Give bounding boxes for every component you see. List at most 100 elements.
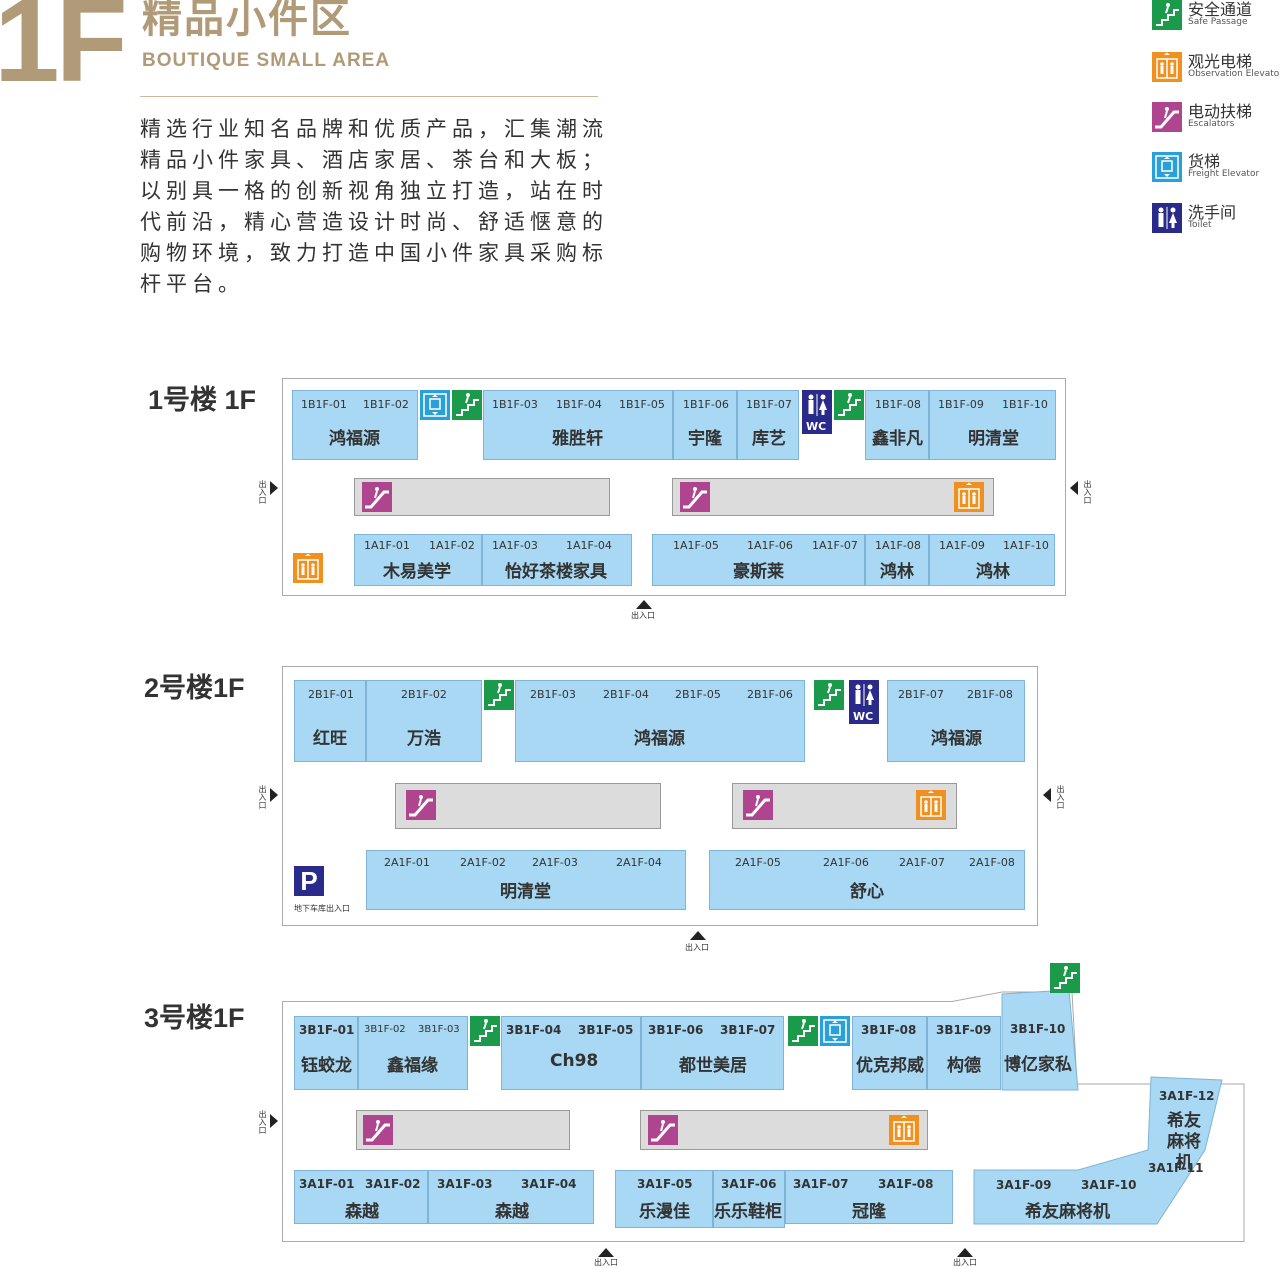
entrance-label: 出入口 <box>1083 480 1092 504</box>
shop-3b-06-07[interactable]: 3B1F-06 3B1F-07 都世美居 <box>641 1016 784 1090</box>
shop-2b-02[interactable]: 2B1F-02 万浩 <box>366 680 482 762</box>
shop-3b-09[interactable]: 3B1F-09 构德 <box>927 1016 1001 1090</box>
shop-2b-07-08[interactable]: 2B1F-07 2B1F-08 鸿福源 <box>887 680 1025 762</box>
toilet-icon <box>849 680 879 724</box>
shop-code: 1A1F-03 <box>492 539 538 552</box>
freight-elevator-icon <box>820 1016 850 1046</box>
shop-name: 鸿林 <box>976 562 1010 582</box>
title-divider <box>140 96 598 97</box>
shop-name: 木易美学 <box>383 562 451 582</box>
shop-code: 1A1F-08 <box>875 539 921 552</box>
shop-1b-01-02[interactable]: 1B1F-01 1B1F-02 鸿福源 <box>292 390 418 460</box>
shop-code: 3A1F-09 <box>996 1178 1052 1192</box>
entrance-label: 出入口 <box>258 480 267 504</box>
safe-passage-icon <box>470 1016 500 1046</box>
shop-name: 都世美居 <box>679 1056 747 1076</box>
escalator-corridor <box>640 1110 928 1150</box>
shop-code: 1A1F-10 <box>1003 539 1049 552</box>
shop-name: 明清堂 <box>500 882 551 902</box>
building-1-label: 1号楼 1F <box>148 385 257 415</box>
shop-3a-09-12[interactable]: 3A1F-09 3A1F-10 3A1F-11 3A1F-12 希友麻将机 希友… <box>973 1076 1223 1226</box>
shop-code: 1B1F-02 <box>363 398 409 411</box>
entrance-arrow-icon <box>1043 788 1051 802</box>
escalator-icon <box>406 790 436 820</box>
shop-code: 3A1F-03 <box>437 1177 493 1191</box>
escalator-corridor <box>672 478 994 516</box>
entrance-arrow-icon <box>270 788 278 802</box>
shop-code: 3B1F-04 <box>506 1023 562 1037</box>
shop-1b-09-10[interactable]: 1B1F-09 1B1F-10 明清堂 <box>929 390 1056 460</box>
shop-3a-06[interactable]: 3A1F-06 乐乐鞋柜 <box>713 1170 785 1228</box>
entrance-arrow-icon <box>957 1248 973 1257</box>
page-title: 精品小件区 <box>142 0 352 42</box>
shop-code: 1B1F-03 <box>492 398 538 411</box>
shop-code: 3B1F-08 <box>861 1023 917 1037</box>
shop-1b-03-05[interactable]: 1B1F-03 1B1F-04 1B1F-05 雅胜轩 <box>483 390 673 460</box>
shop-3a-05[interactable]: 3A1F-05 乐漫佳 <box>615 1170 713 1228</box>
shop-code: 3B1F-09 <box>936 1023 992 1037</box>
shop-code: 3B1F-10 <box>1010 1022 1066 1036</box>
wc-label: WC <box>806 420 827 433</box>
shop-code: 1B1F-01 <box>301 398 347 411</box>
shop-3b-10[interactable]: 3B1F-10 博亿家私 <box>1001 1016 1077 1090</box>
shop-code: 2B1F-07 <box>898 688 944 701</box>
shop-3a-01-02[interactable]: 3A1F-01 3A1F-02 森越 <box>294 1170 428 1224</box>
shop-2b-01[interactable]: 2B1F-01 红旺 <box>294 680 366 762</box>
shop-1a-08[interactable]: 1A1F-08 鸿林 <box>865 534 929 586</box>
shop-name: 森越 <box>495 1202 529 1222</box>
shop-name: 雅胜轩 <box>552 429 603 449</box>
shop-3b-04-05[interactable]: 3B1F-04 3B1F-05 Ch98 <box>501 1016 641 1090</box>
shop-name: 博亿家私 <box>1004 1055 1072 1075</box>
safe-passage-icon <box>788 1016 818 1046</box>
legend-en: Safe Passage <box>1188 17 1248 27</box>
shop-3a-07-08[interactable]: 3A1F-07 3A1F-08 冠隆 <box>785 1170 953 1224</box>
freight-elevator-icon <box>1152 152 1182 182</box>
shop-1a-01[interactable]: 1A1F-01 木易美学 <box>354 534 482 586</box>
shop-1a-02-04[interactable]: 1A1F-02 1A1F-03 1A1F-04 怡好茶楼家具 <box>429 534 632 586</box>
escalator-corridor <box>395 783 661 829</box>
shop-1b-06[interactable]: 1B1F-06 宇隆 <box>673 390 737 460</box>
shop-code: 3A1F-12 <box>1159 1089 1215 1103</box>
entrance-label: 出入口 <box>1056 785 1065 809</box>
legend-cn: 安全通道 <box>1188 0 1253 19</box>
shop-code: 3B1F-02 <box>364 1024 406 1035</box>
shop-code: 2B1F-01 <box>308 688 354 701</box>
shop-code: 1B1F-04 <box>556 398 602 411</box>
shop-2a-01-04[interactable]: 2A1F-01 2A1F-02 2A1F-03 2A1F-04 明清堂 <box>366 850 686 910</box>
shop-1b-08[interactable]: 1B1F-08 鑫非凡 <box>865 390 929 460</box>
shop-3b-08[interactable]: 3B1F-08 优克邦威 <box>852 1016 927 1090</box>
shop-code: 3B1F-05 <box>578 1023 634 1037</box>
legend-cn: 电动扶梯 <box>1188 102 1253 121</box>
safe-passage-icon <box>452 390 482 420</box>
entrance-label: 出入口 <box>631 611 655 620</box>
shop-name: 优克邦威 <box>856 1056 924 1076</box>
safe-passage-icon <box>1152 0 1182 30</box>
legend-item-escalator: 电动扶梯 Escalators <box>1152 102 1280 136</box>
shop-3b-01[interactable]: 3B1F-01 钰蛟龙 <box>294 1016 358 1090</box>
shop-3a-03-04[interactable]: 3A1F-03 3A1F-04 森越 <box>428 1170 594 1224</box>
building-2-label: 2号楼1F <box>144 673 245 703</box>
shop-name: 鸿福源 <box>931 729 982 749</box>
shop-code: 3A1F-11 <box>1148 1161 1204 1175</box>
floor-number: 1F <box>0 0 128 107</box>
observation-elevator-icon <box>1152 52 1182 82</box>
building-3-label: 3号楼1F <box>144 1003 245 1033</box>
shop-1b-07[interactable]: 1B1F-07 库艺 <box>737 390 799 460</box>
shop-code: 2B1F-08 <box>967 688 1013 701</box>
shop-code: 3A1F-05 <box>637 1177 693 1191</box>
shop-name: 鸿福源 <box>634 729 685 749</box>
shop-code: 3A1F-04 <box>521 1177 577 1191</box>
shop-1a-09-10[interactable]: 1A1F-09 1A1F-10 鸿林 <box>929 534 1055 586</box>
shop-2a-05-08[interactable]: 2A1F-05 2A1F-06 2A1F-07 2A1F-08 舒心 <box>709 850 1025 910</box>
shop-name: 希友麻将机 <box>1025 1202 1110 1222</box>
shop-code: 1A1F-01 <box>364 539 410 552</box>
entrance-arrow-icon <box>1070 481 1078 495</box>
entrance-arrow-icon <box>636 600 652 609</box>
shop-name: 舒心 <box>850 882 884 902</box>
shop-3b-02-03[interactable]: 3B1F-02 3B1F-03 鑫福缘 <box>358 1016 468 1090</box>
shop-code: 2B1F-02 <box>401 688 447 701</box>
shop-1a-05-07[interactable]: 1A1F-05 1A1F-06 1A1F-07 豪斯莱 <box>652 534 865 586</box>
shop-2b-03-06[interactable]: 2B1F-03 2B1F-04 2B1F-05 2B1F-06 鸿福源 <box>515 680 805 762</box>
shop-code: 3B1F-07 <box>720 1023 776 1037</box>
wc-label: WC <box>853 710 874 723</box>
